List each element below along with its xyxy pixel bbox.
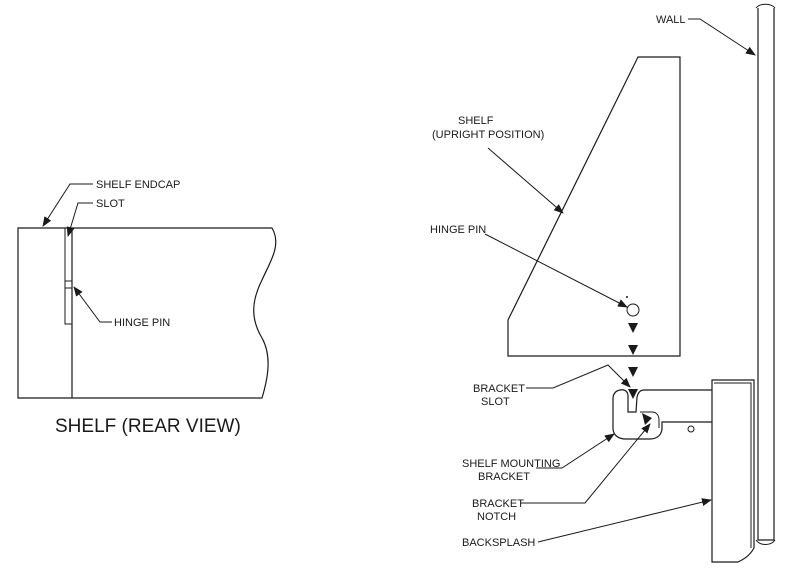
shelf-rear-outline xyxy=(17,227,277,399)
mounting-bracket-label-line2: BRACKET xyxy=(478,471,530,483)
direction-arrows xyxy=(628,323,638,399)
slot-label: SLOT xyxy=(96,198,125,210)
shelf-leader xyxy=(487,147,564,214)
hinge-pin-leader-left xyxy=(73,286,112,323)
wall-leader xyxy=(688,18,756,56)
hinge-pin-label-left: HINGE PIN xyxy=(114,317,170,329)
bracket-notch-label-line1: BRACKET xyxy=(472,498,524,510)
wall xyxy=(755,3,776,545)
shelf-rear-view xyxy=(17,227,277,399)
slot-leader xyxy=(66,202,93,237)
endcap-leader xyxy=(42,183,93,227)
mounting-bracket-leader xyxy=(536,433,615,469)
hinge-pin-label-right: HINGE PIN xyxy=(430,224,486,236)
bracket-slot-leader xyxy=(526,364,631,389)
backsplash xyxy=(711,379,755,563)
shelf-label-line2: (UPRIGHT POSITION) xyxy=(432,129,544,141)
bracket-slot-label-line1: BRACKET xyxy=(473,383,525,395)
backsplash-leader xyxy=(537,498,712,543)
shelf-upright xyxy=(507,56,681,357)
hinge-pin-circle xyxy=(626,303,640,317)
shelf-label-line1: SHELF xyxy=(458,115,494,127)
bracket-slot-label-line2: SLOT xyxy=(481,396,510,408)
bracket-notch-leader xyxy=(520,423,651,504)
wall-label: WALL xyxy=(656,14,686,26)
hinge-pin-leader-right xyxy=(484,233,628,308)
backsplash-label: BACKSPLASH xyxy=(462,537,535,549)
shelf-mounting-bracket xyxy=(612,389,712,440)
rear-view-title: SHELF (REAR VIEW) xyxy=(55,416,241,437)
hinge-pin-dot xyxy=(626,296,628,298)
mounting-bracket-label-line1: SHELF MOUNTING xyxy=(462,458,560,470)
slot-shape xyxy=(64,227,73,325)
bracket-notch-label-line2: NOTCH xyxy=(477,511,516,523)
shelf-endcap-label: SHELF ENDCAP xyxy=(96,179,180,191)
